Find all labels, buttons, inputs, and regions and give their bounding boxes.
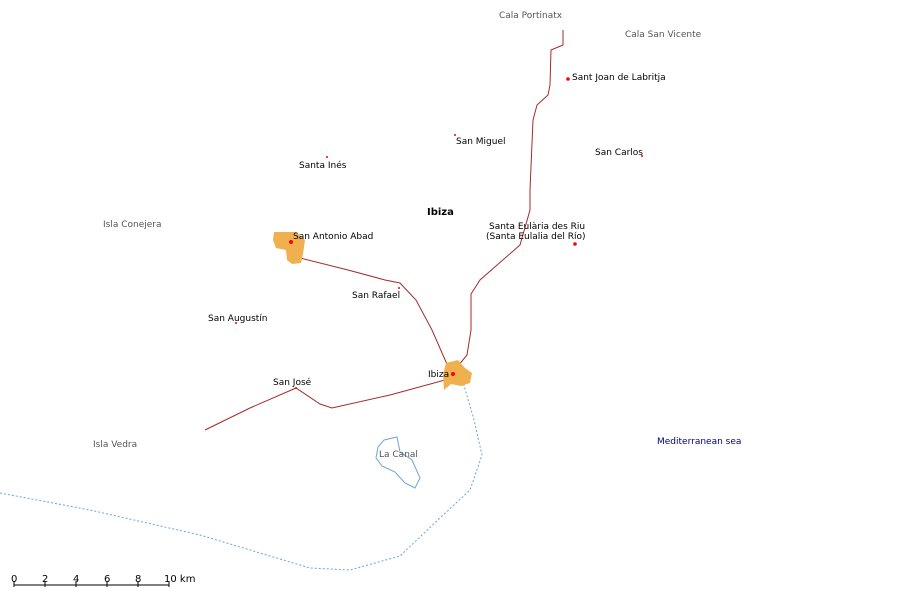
label-ibiza-town: Ibiza [428, 370, 449, 380]
town-dot-sant-joan [566, 77, 570, 81]
label-san-jose: San José [273, 377, 312, 388]
label-isla-vedra: Isla Vedra [93, 440, 137, 450]
road-ibiza-san-antonio [289, 239, 454, 373]
town-dot-san-jose [295, 387, 297, 389]
label-cala-san-vicente: Cala San Vicente [625, 30, 702, 40]
scale-label-6: 6 [104, 574, 110, 585]
urban-area-san-antonio [273, 232, 305, 264]
town-dot-san-miguel [454, 134, 456, 136]
scale-label-10km: 10 km [164, 574, 195, 585]
label-island-ibiza: Ibiza [427, 207, 454, 218]
scale-bar: 0 2 4 6 8 10 km [11, 574, 195, 587]
road-ibiza-portinatx [452, 30, 564, 373]
label-sant-joan: Sant Joan de Labritja [572, 73, 666, 83]
town-dot-ibiza [451, 372, 455, 376]
scale-label-0: 0 [11, 574, 17, 585]
label-san-miguel: San Miguel [456, 137, 506, 147]
label-santa-eularia-2: (Santa Eulalia del Río) [486, 232, 586, 242]
label-santa-eularia-1: Santa Eulària des Riu [489, 222, 585, 232]
label-san-antonio: San Antonio Abad [293, 232, 373, 242]
urban-area-ibiza [443, 360, 472, 390]
label-mediterranean-sea: Mediterranean sea [657, 437, 741, 447]
town-dot-santa-ines [326, 156, 328, 158]
label-san-rafael: San Rafael [352, 291, 400, 301]
la-canal-pond [375, 436, 421, 489]
road-ibiza-san-jose [204, 379, 446, 431]
label-isla-conejera: Isla Conejera [103, 220, 162, 230]
dotted-route [0, 381, 483, 571]
scale-label-4: 4 [73, 574, 79, 585]
label-la-canal: La Canal [379, 450, 418, 460]
label-san-carlos: San Carlos [595, 148, 643, 158]
scale-label-8: 8 [135, 574, 141, 585]
label-santa-ines: Santa Inés [299, 160, 347, 171]
label-cala-portinatx: Cala Portinatx [499, 11, 563, 21]
scale-label-2: 2 [42, 574, 48, 585]
town-dot-san-augustin [235, 322, 237, 324]
label-san-augustin: San Augustín [208, 314, 268, 324]
town-dot-san-carlos [641, 155, 643, 157]
town-dot-santa-eularia [573, 242, 577, 246]
town-dot-san-antonio [289, 240, 293, 244]
town-dot-san-rafael [398, 287, 400, 289]
